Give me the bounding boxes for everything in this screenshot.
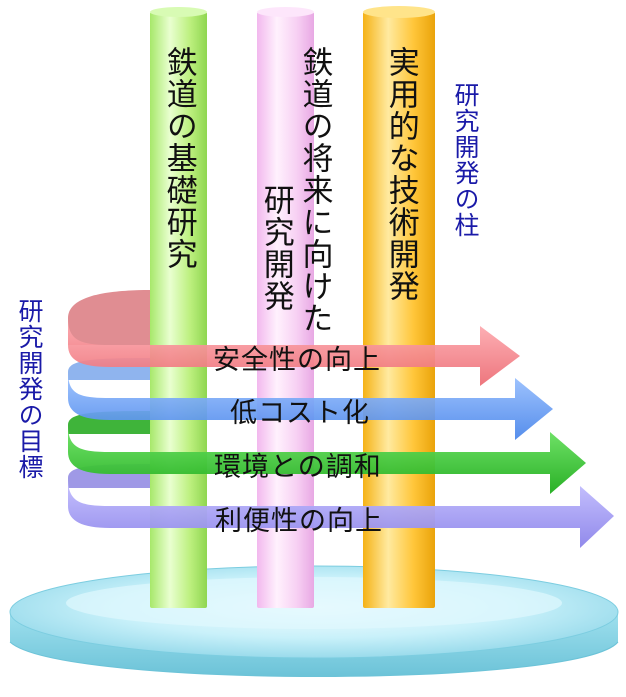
pillar-label-future-research: 鉄道の将来に向けた 研究開発 [257,46,333,334]
goal-label-cost: 低コスト化 [230,398,370,429]
pillar-label-basic-research: 鉄道の基礎研究 [160,46,197,270]
pillar-label-future-line1: 鉄道の将来に向けた [296,46,333,334]
goal-arrow-safety [68,318,520,386]
goal-arrow-cost [68,372,553,440]
goals-heading: 研究開発の目標 [15,298,44,480]
goal-arrow-convenience [68,478,614,548]
goal-label-safety: 安全性の向上 [213,345,381,376]
goal-arrow-environment [68,425,586,494]
goal-label-convenience: 利便性の向上 [215,506,383,537]
pillar-label-future-line2: 研究開発 [257,184,294,312]
goal-label-environment: 環境との調和 [214,452,382,483]
pillar-label-practical-development: 実用的な技術開発 [382,46,419,302]
pillars-heading: 研究開発の柱 [451,82,480,238]
